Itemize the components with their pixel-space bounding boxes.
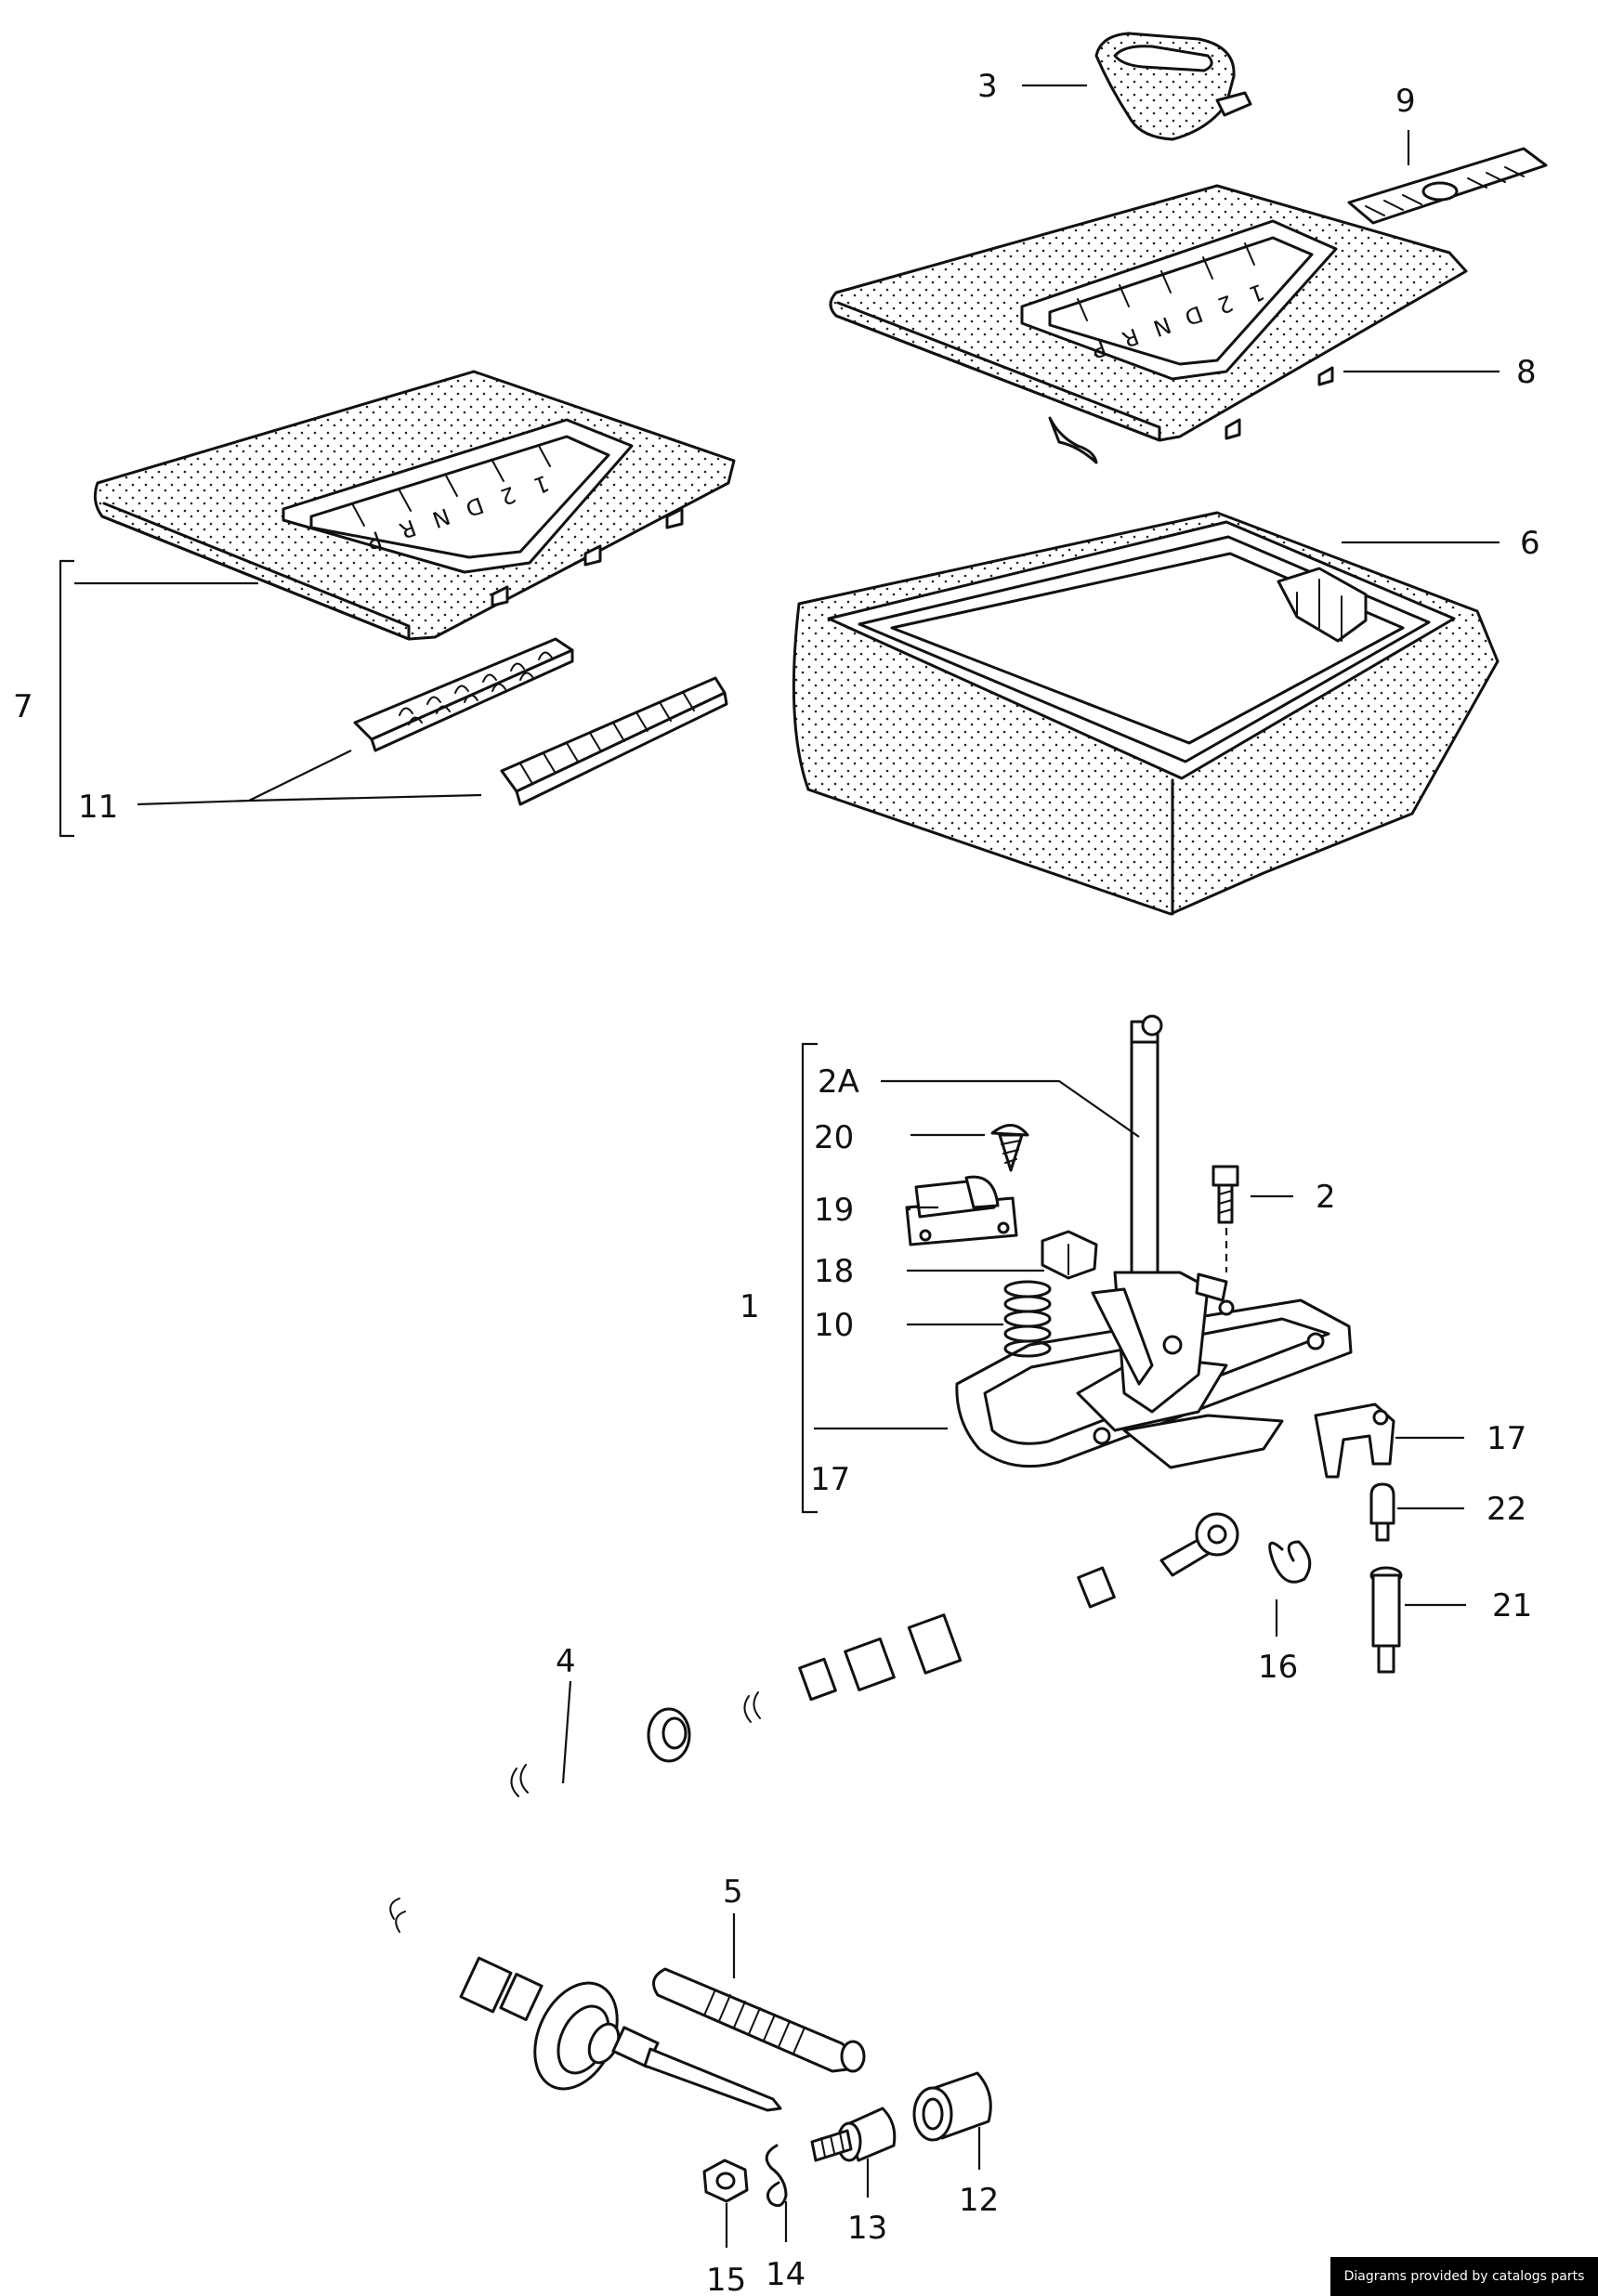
callout-15: 15 xyxy=(706,2262,746,2296)
switch-part-19 xyxy=(905,1175,1018,1246)
callout-13: 13 xyxy=(847,2210,887,2247)
callout-16: 16 xyxy=(1258,1649,1298,1686)
callout-6: 6 xyxy=(1520,525,1540,562)
callout-17-right: 17 xyxy=(1487,1420,1526,1457)
callout-4: 4 xyxy=(556,1643,576,1680)
callout-11: 11 xyxy=(78,789,118,826)
callout-labels: 3 9 8 6 7 11 2A 20 19 18 1 10 17 2 17 22… xyxy=(13,68,1540,2296)
selector-cable-part-4 xyxy=(389,1512,1239,2010)
callout-17-left: 17 xyxy=(810,1461,850,1498)
callout-3: 3 xyxy=(977,68,998,105)
cable-end-fitting xyxy=(459,1956,782,2112)
callout-2: 2 xyxy=(1316,1179,1336,1216)
shift-lever-assembly-part-1 xyxy=(955,1014,1353,1469)
shifter-cover-part-8 xyxy=(829,184,1468,464)
brush-strips-part-11 xyxy=(353,637,728,806)
callout-10: 10 xyxy=(814,1307,854,1344)
callout-2A: 2A xyxy=(818,1063,859,1101)
bolt-part-2 xyxy=(1212,1165,1239,1272)
callout-18: 18 xyxy=(814,1253,854,1290)
spring-part-10 xyxy=(1003,1280,1052,1358)
callout-14: 14 xyxy=(766,2256,806,2293)
bulb-part-22 xyxy=(1369,1482,1395,1542)
callout-20: 20 xyxy=(814,1119,854,1156)
screw-part-20 xyxy=(990,1124,1029,1172)
shifter-cover-part-7 xyxy=(93,370,736,641)
spring-clip-part-14 xyxy=(765,2144,788,2208)
threaded-rod-part-5 xyxy=(652,1967,866,2073)
sleeve-part-12 xyxy=(912,2071,992,2142)
nut-part-15 xyxy=(702,2159,749,2203)
callout-19: 19 xyxy=(814,1192,854,1229)
indicator-strip-part-9 xyxy=(1347,147,1548,225)
console-housing-part-6 xyxy=(792,511,1500,916)
callout-12: 12 xyxy=(959,2182,999,2219)
bulb-holder-part-21 xyxy=(1369,1566,1403,1674)
callout-1: 1 xyxy=(740,1288,760,1325)
selector-knob-part-3 xyxy=(1094,32,1252,141)
callout-7: 7 xyxy=(13,688,33,725)
clip-part-18 xyxy=(1041,1230,1098,1280)
bush-part-13 xyxy=(810,2107,897,2162)
circlip-part-16 xyxy=(1268,1540,1312,1584)
callout-8: 8 xyxy=(1516,354,1537,391)
holder-part-17 xyxy=(1314,1402,1395,1479)
callout-9: 9 xyxy=(1395,83,1416,120)
callout-21: 21 xyxy=(1492,1587,1532,1624)
footer-credit: Diagrams provided by catalogs parts xyxy=(1330,2257,1598,2296)
callout-22: 22 xyxy=(1487,1491,1526,1528)
leader-lines xyxy=(59,84,1500,2248)
callout-5: 5 xyxy=(723,1873,743,1911)
